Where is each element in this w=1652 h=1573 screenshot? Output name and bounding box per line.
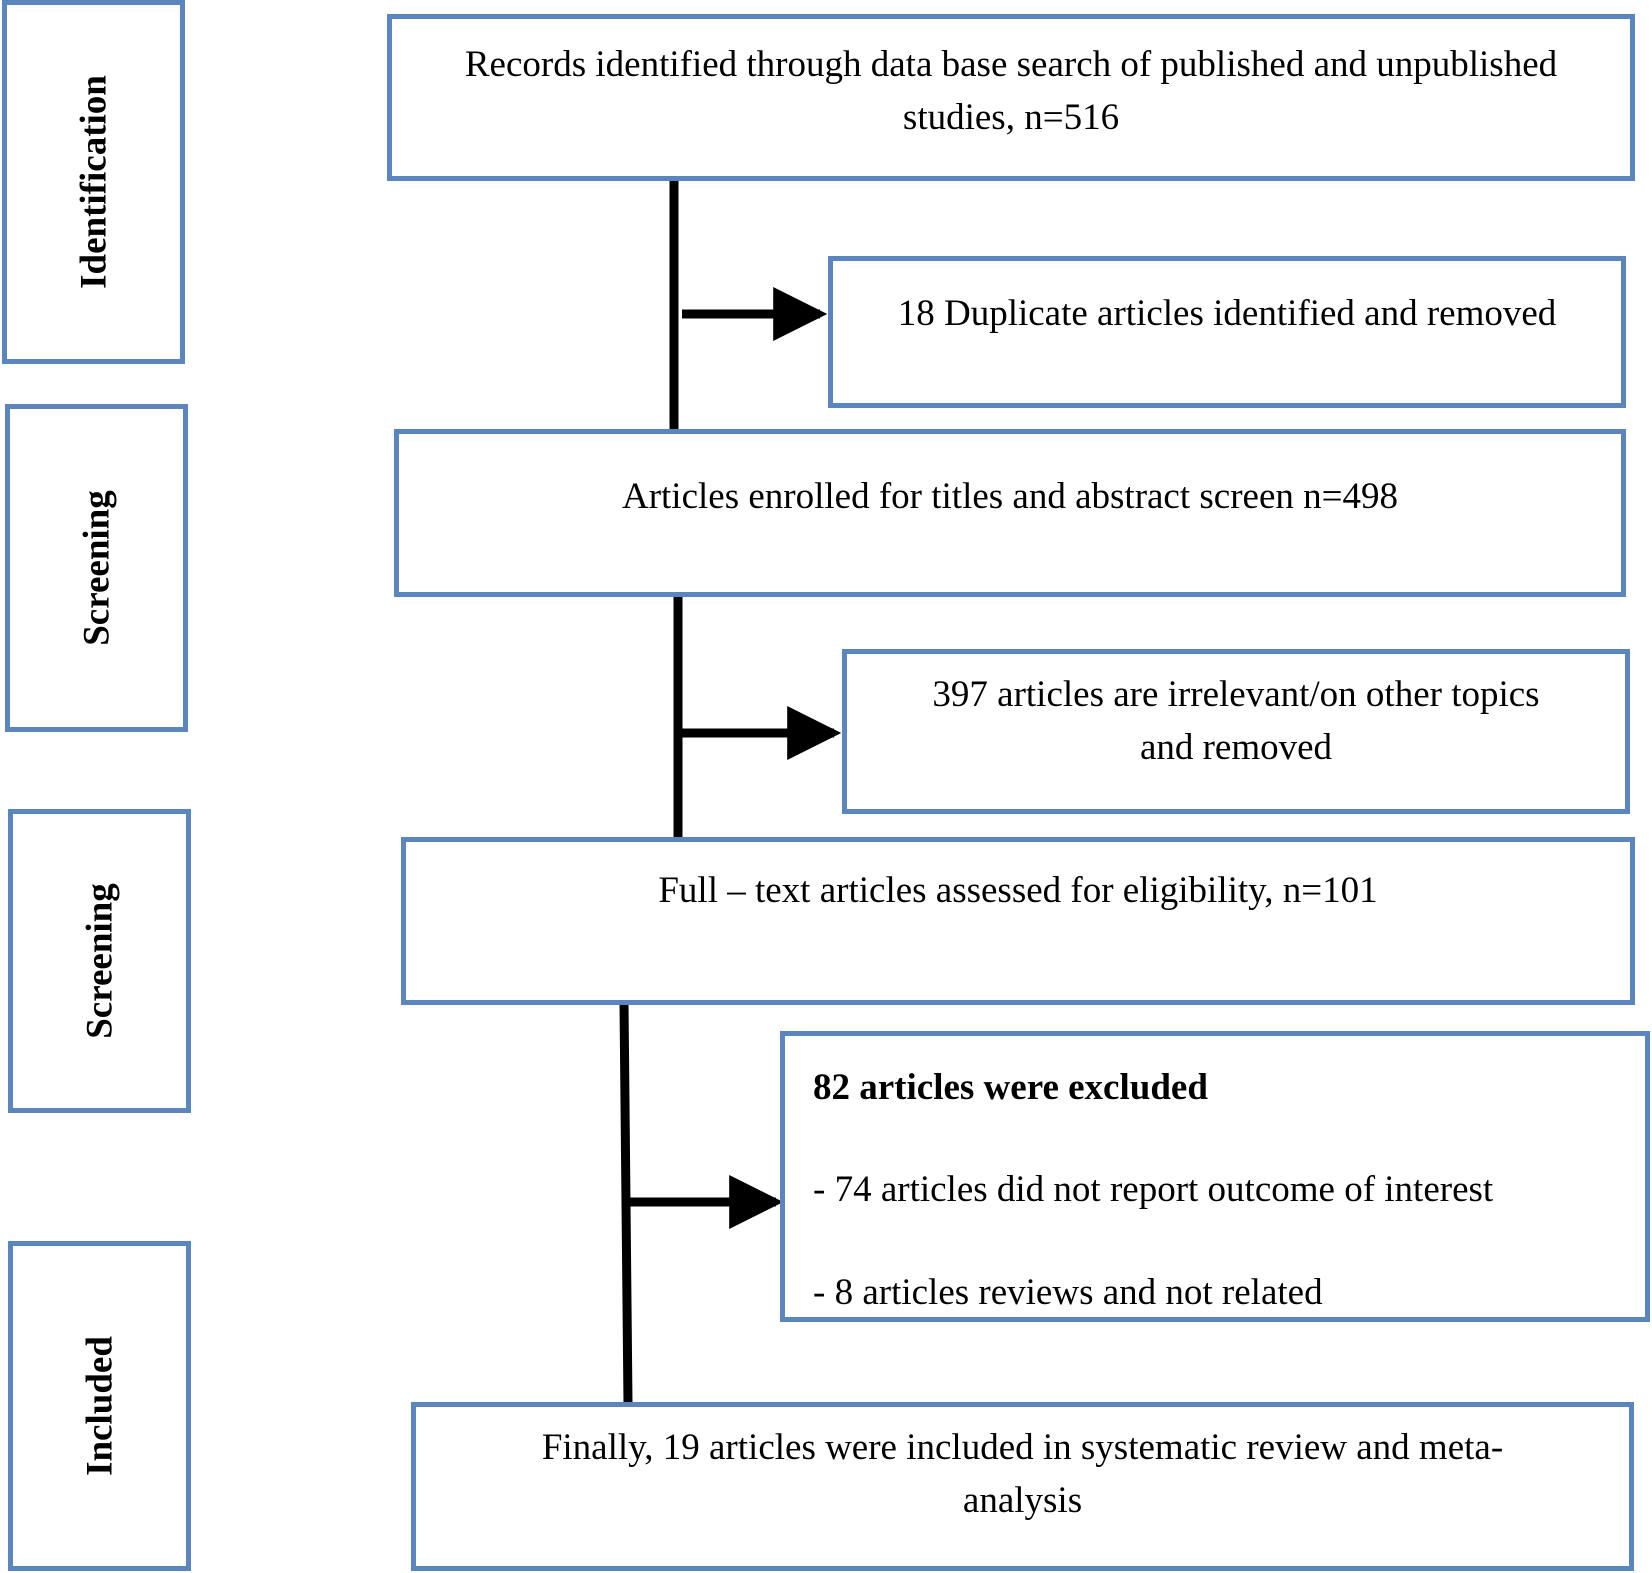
stage-screening-2: Screening bbox=[8, 809, 191, 1113]
irrelevant-line-1: 397 articles are irrelevant/on other top… bbox=[932, 674, 1540, 715]
excluded-item-1: - 74 articles did not report outcome of … bbox=[813, 1169, 1494, 1210]
final-included-box: Finally, 19 articles were included in sy… bbox=[411, 1402, 1634, 1571]
records-identified-box: Records identified through data base sea… bbox=[387, 14, 1635, 181]
duplicates-box: 18 Duplicate articles identified and rem… bbox=[828, 256, 1626, 408]
fulltext-box: Full – text articles assessed for eligib… bbox=[401, 837, 1635, 1005]
connector-trunk-3 bbox=[619, 1002, 633, 1405]
fulltext-text: Full – text articles assessed for eligib… bbox=[658, 870, 1378, 911]
stage-included: Included bbox=[8, 1241, 191, 1571]
irrelevant-line-2: and removed bbox=[1139, 727, 1333, 768]
enrolled-box: Articles enrolled for titles and abstrac… bbox=[394, 429, 1626, 597]
stage-identification: Identification bbox=[2, 0, 185, 364]
final-line-1: Finally, 19 articles were included in sy… bbox=[541, 1427, 1504, 1468]
enrolled-text: Articles enrolled for titles and abstrac… bbox=[621, 476, 1398, 517]
final-line-2: analysis bbox=[962, 1480, 1083, 1521]
excluded-heading: 82 articles were excluded bbox=[813, 1067, 1208, 1108]
irrelevant-box: 397 articles are irrelevant/on other top… bbox=[842, 649, 1630, 814]
records-line-2: studies, n=516 bbox=[902, 97, 1120, 138]
records-line-1: Records identified through data base sea… bbox=[464, 44, 1558, 85]
stage-screening-1: Screening bbox=[5, 404, 188, 732]
duplicates-text: 18 Duplicate articles identified and rem… bbox=[897, 293, 1557, 334]
excluded-box: 82 articles were excluded - 74 articles … bbox=[780, 1031, 1650, 1322]
excluded-item-2: - 8 articles reviews and not related bbox=[813, 1272, 1323, 1313]
